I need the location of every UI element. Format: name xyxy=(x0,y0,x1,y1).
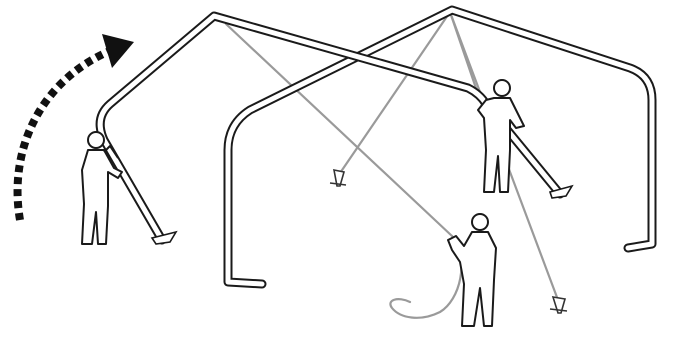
person-silhouette-right xyxy=(477,79,525,193)
foot-plate-left xyxy=(150,230,178,245)
foot-plate-right xyxy=(548,184,574,199)
stake-icon xyxy=(329,168,347,187)
stake-icon xyxy=(549,295,568,314)
person-silhouette-bottom xyxy=(447,213,497,327)
curved-dashed-arrow-icon xyxy=(13,34,134,221)
tent-arch-frame-front xyxy=(95,11,565,245)
person-silhouette-left xyxy=(81,131,123,245)
frame-foot-plates xyxy=(150,184,574,245)
guy-rope-left-apex xyxy=(224,22,454,238)
guy-rope-right-apex-to-stake-left xyxy=(336,10,452,178)
tent-arch-frame-back xyxy=(223,5,657,289)
guy-rope-right-apex-to-person xyxy=(448,10,482,102)
